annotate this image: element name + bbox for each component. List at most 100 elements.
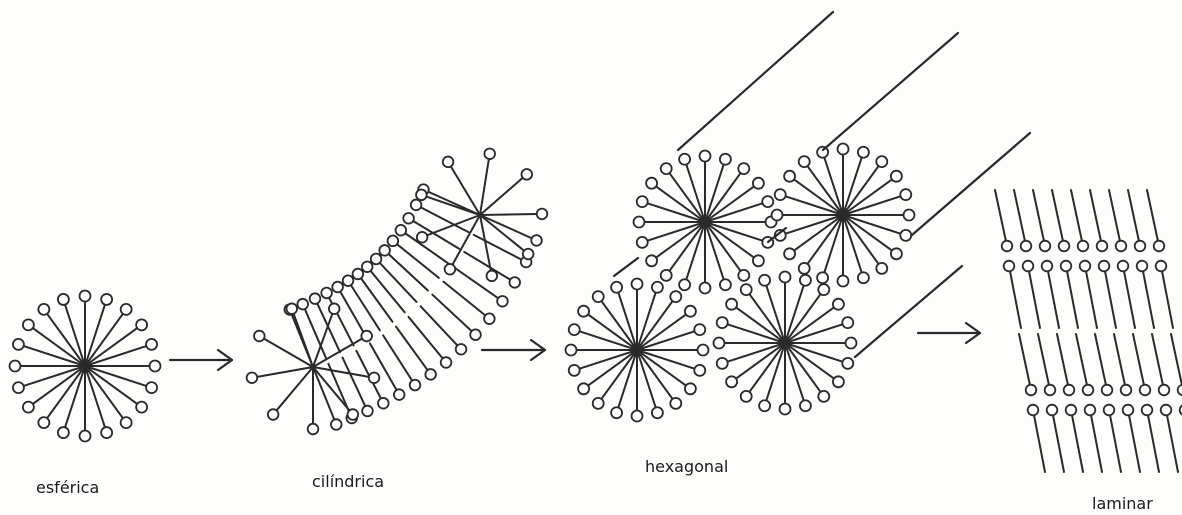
tail	[785, 307, 834, 343]
head	[741, 284, 752, 295]
tail	[749, 343, 785, 392]
surfactant-molecule	[23, 366, 85, 413]
head	[394, 389, 405, 400]
surfactant-molecule	[411, 200, 469, 232]
micelle	[634, 151, 777, 294]
tail	[343, 358, 366, 407]
head	[1104, 405, 1115, 416]
surfactant-molecule	[1061, 261, 1078, 328]
surfactant-molecule	[371, 254, 417, 302]
head	[1159, 385, 1170, 396]
tail	[85, 366, 137, 404]
tail	[1114, 334, 1125, 385]
head	[714, 338, 725, 349]
surfactant-molecule	[38, 366, 85, 428]
head	[348, 409, 359, 420]
tail	[313, 367, 369, 377]
surfactant-molecule	[784, 171, 843, 215]
head	[484, 148, 495, 159]
head	[726, 299, 737, 310]
head	[611, 282, 622, 293]
head	[1045, 385, 1056, 396]
tail	[588, 314, 637, 350]
head	[1097, 241, 1108, 252]
surfactant-molecule	[785, 343, 829, 402]
head	[1059, 241, 1070, 252]
tail	[1152, 334, 1163, 385]
head	[1118, 261, 1129, 272]
surfactant-molecule	[646, 222, 705, 266]
surfactant-molecule	[1137, 261, 1154, 328]
head	[531, 235, 542, 246]
tail	[1014, 190, 1025, 241]
surfactant-molecule	[1114, 334, 1131, 395]
tail	[843, 215, 879, 264]
head	[417, 232, 428, 243]
tail	[785, 285, 804, 343]
surfactant-molecule	[1109, 190, 1126, 251]
tail	[47, 366, 85, 418]
tail	[1067, 271, 1078, 328]
tail	[1053, 415, 1064, 472]
tail	[1038, 334, 1049, 385]
head	[759, 400, 770, 411]
head	[1161, 405, 1172, 416]
arrow-icon	[918, 323, 980, 343]
tail	[85, 366, 123, 418]
label-lamellar: laminar	[1092, 494, 1153, 513]
surfactant-molecule	[480, 209, 547, 220]
tail	[727, 324, 785, 343]
head	[308, 424, 319, 435]
tail	[669, 173, 705, 222]
tail	[656, 186, 705, 222]
tail	[1129, 415, 1140, 472]
head	[146, 339, 157, 350]
head	[838, 276, 849, 287]
head	[891, 171, 902, 182]
surfactant-molecule	[1156, 261, 1173, 328]
tail	[637, 314, 686, 350]
head	[329, 303, 340, 314]
head	[646, 178, 657, 189]
surfactant-molecule	[1090, 190, 1107, 251]
surfactant-molecule	[1085, 405, 1102, 472]
tail	[794, 215, 843, 251]
head	[900, 189, 911, 200]
surfactant-molecule	[661, 163, 705, 222]
head	[1002, 241, 1013, 252]
surfactant-molecule	[637, 306, 696, 350]
tail	[686, 222, 705, 280]
cylinder-edge-line	[912, 133, 1030, 235]
head	[80, 431, 91, 442]
surfactant-molecule	[432, 295, 481, 340]
tail	[785, 196, 843, 215]
surfactant-molecule	[741, 343, 785, 402]
surfactant-molecule	[1057, 334, 1074, 395]
head	[23, 319, 34, 330]
cylinder-end-cap	[247, 303, 380, 434]
head	[1123, 405, 1134, 416]
tail	[736, 343, 785, 379]
head	[685, 383, 696, 394]
surfactant-molecule	[247, 367, 313, 383]
surfactant-molecule	[416, 190, 480, 215]
head	[1026, 385, 1037, 396]
head	[762, 196, 773, 207]
surfactant-molecule	[843, 215, 902, 259]
surfactant-molecule	[646, 178, 705, 222]
tail	[85, 305, 105, 366]
head	[818, 391, 829, 402]
tail	[1034, 415, 1045, 472]
surfactant-molecule	[1019, 334, 1036, 395]
surfactant-molecule	[297, 299, 326, 358]
surfactant-molecule	[38, 304, 85, 366]
tail	[1133, 334, 1144, 385]
tail	[1086, 271, 1097, 328]
surfactant-molecule	[1066, 405, 1083, 472]
head	[310, 293, 321, 304]
surfactant-molecule	[85, 366, 132, 428]
head	[569, 324, 580, 335]
tail	[427, 215, 480, 235]
surfactant-molecule	[23, 319, 85, 366]
surfactant-molecule	[480, 215, 497, 281]
